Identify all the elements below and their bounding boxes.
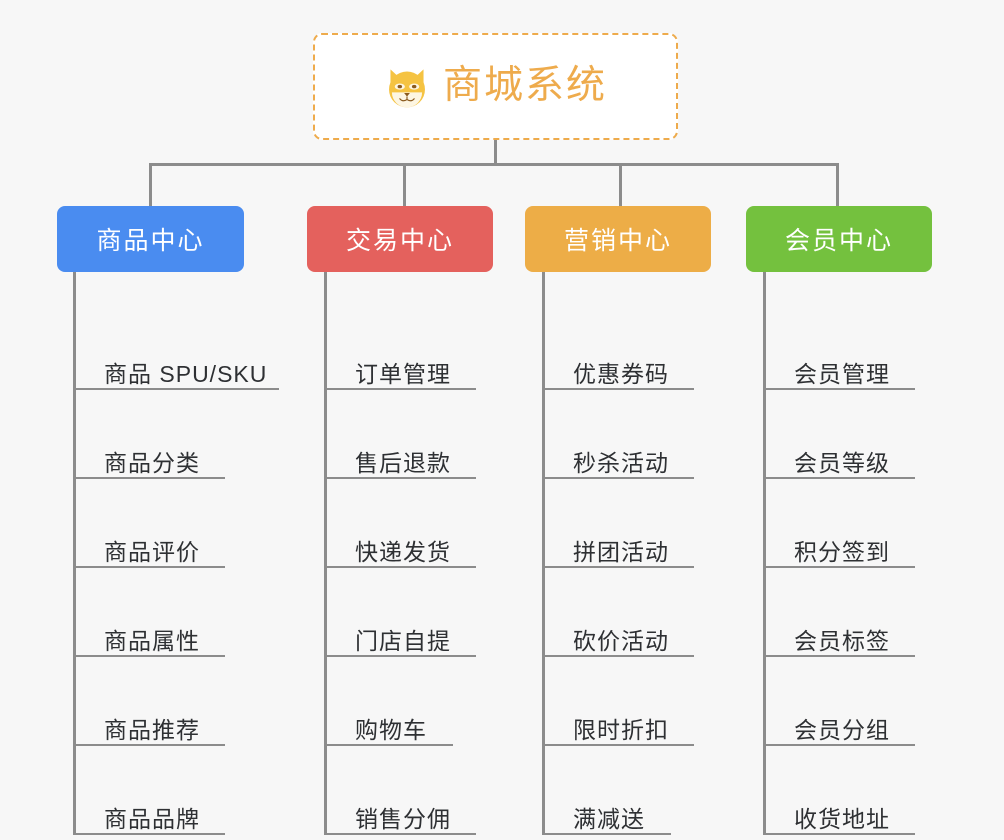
leaf-label: 秒杀活动: [573, 450, 669, 476]
leaf-item[interactable]: 优惠券码: [542, 356, 694, 390]
leaf-label: 商品品牌: [104, 806, 200, 832]
leaf-item[interactable]: 购物车: [324, 712, 453, 746]
connector-drop-2: [403, 163, 406, 208]
connector-drop-1: [149, 163, 152, 208]
leaf-item[interactable]: 会员等级: [763, 445, 915, 479]
category-header-3[interactable]: 营销中心: [525, 206, 711, 272]
shiba-dog-face-icon: [384, 65, 430, 111]
leaf-label: 积分签到: [794, 539, 890, 565]
category-header-1-label: 商品中心: [96, 227, 205, 255]
leaf-label: 优惠券码: [573, 361, 669, 387]
leaf-label: 会员管理: [794, 361, 890, 387]
leaf-label: 砍价活动: [573, 628, 669, 654]
leaf-item[interactable]: 砍价活动: [542, 623, 694, 657]
leaf-item[interactable]: 快递发货: [324, 534, 476, 568]
leaf-label: 收货地址: [794, 806, 890, 832]
leaf-label: 满减送: [573, 806, 645, 832]
category-header-1[interactable]: 商品中心: [57, 206, 244, 272]
connector-root-stem: [494, 140, 497, 164]
leaf-item[interactable]: 销售分佣: [324, 801, 476, 835]
leaf-item[interactable]: 商品 SPU/SKU: [73, 356, 279, 390]
leaf-label: 商品分类: [104, 450, 200, 476]
leaf-item[interactable]: 商品属性: [73, 623, 225, 657]
category-header-4[interactable]: 会员中心: [746, 206, 932, 272]
category-column-2: 交易中心 订单管理 售后退款 快递发货 门店自提 购物车 销售分佣: [307, 206, 493, 835]
branch-trunk-1: [73, 272, 76, 835]
leaf-item[interactable]: 售后退款: [324, 445, 476, 479]
branch-trunk-2: [324, 272, 327, 835]
leaf-item[interactable]: 会员分组: [763, 712, 915, 746]
leaf-label: 订单管理: [355, 361, 451, 387]
leaf-item[interactable]: 秒杀活动: [542, 445, 694, 479]
leaf-label: 会员分组: [794, 717, 890, 743]
leaf-item[interactable]: 会员标签: [763, 623, 915, 657]
leaf-item[interactable]: 积分签到: [763, 534, 915, 568]
leaf-item[interactable]: 商品品牌: [73, 801, 225, 835]
root-node[interactable]: 商城系统: [313, 33, 678, 140]
leaf-label: 快递发货: [355, 539, 451, 565]
leaf-item[interactable]: 门店自提: [324, 623, 476, 657]
category-header-4-label: 会员中心: [784, 227, 893, 255]
category-column-3: 营销中心 优惠券码 秒杀活动 拼团活动 砍价活动 限时折扣 满减送: [525, 206, 711, 835]
leaf-label: 商品评价: [104, 539, 200, 565]
leaf-item[interactable]: 拼团活动: [542, 534, 694, 568]
leaf-item[interactable]: 限时折扣: [542, 712, 694, 746]
leaf-label: 门店自提: [355, 628, 451, 654]
leaf-item[interactable]: 订单管理: [324, 356, 476, 390]
leaf-label: 会员标签: [794, 628, 890, 654]
connector-horizontal-bus: [149, 163, 839, 166]
category-column-1: 商品中心 商品 SPU/SKU 商品分类 商品评价 商品属性 商品推荐 商品品牌: [57, 206, 279, 835]
leaf-item[interactable]: 商品评价: [73, 534, 225, 568]
category-header-2[interactable]: 交易中心: [307, 206, 493, 272]
category-header-3-label: 营销中心: [563, 227, 672, 255]
leaf-label: 拼团活动: [573, 539, 669, 565]
branch-trunk-4: [763, 272, 766, 835]
leaf-label: 售后退款: [355, 450, 451, 476]
leaf-item[interactable]: 满减送: [542, 801, 671, 835]
category-header-2-label: 交易中心: [345, 227, 454, 255]
leaf-label: 会员等级: [794, 450, 890, 476]
leaf-item[interactable]: 商品分类: [73, 445, 225, 479]
leaf-label: 商品 SPU/SKU: [104, 361, 268, 387]
leaf-label: 销售分佣: [355, 806, 451, 832]
leaf-label: 购物车: [355, 717, 427, 743]
leaf-label: 商品推荐: [104, 717, 200, 743]
leaf-label: 商品属性: [104, 628, 200, 654]
leaf-item[interactable]: 商品推荐: [73, 712, 225, 746]
connector-drop-4: [836, 163, 839, 208]
root-title: 商城系统: [442, 63, 607, 107]
category-column-4: 会员中心 会员管理 会员等级 积分签到 会员标签 会员分组 收货地址: [746, 206, 932, 835]
branch-trunk-3: [542, 272, 545, 835]
connector-drop-3: [619, 163, 622, 208]
leaf-item[interactable]: 收货地址: [763, 801, 915, 835]
leaf-item[interactable]: 会员管理: [763, 356, 915, 390]
leaf-label: 限时折扣: [573, 717, 669, 743]
